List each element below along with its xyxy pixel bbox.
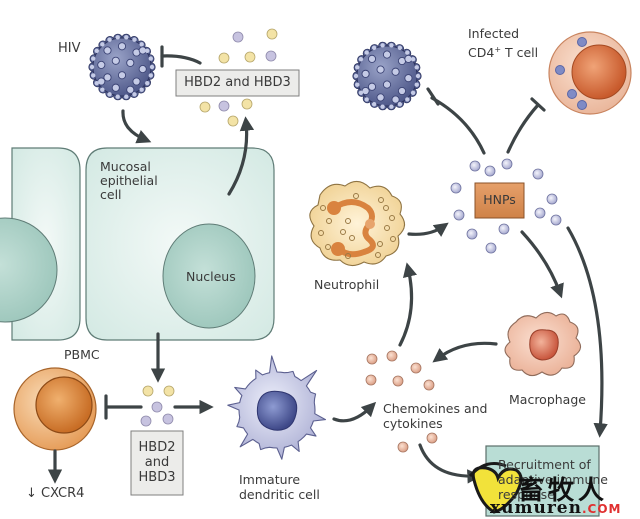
arrow-hnps-to-macrophage [520, 230, 564, 299]
infected-cd4-t-cell-icon [548, 31, 632, 115]
inhibit-bar-hiv2 [426, 87, 440, 106]
watermark-site: xumuren.COM [490, 498, 622, 518]
infected-tcell: T cell [501, 45, 539, 61]
arrow-hnps-to-recruitment [566, 226, 608, 438]
hnps-label: HNPs [483, 192, 516, 207]
macrophage-label: Macrophage [509, 392, 586, 407]
hbd-bottom-label: HBD2 and HBD3 [138, 440, 176, 485]
arrow-epithelium-to-hbd [227, 116, 255, 196]
hiv-virus-icon [88, 33, 156, 101]
watermark-logo-icon [468, 462, 523, 514]
hbd-peptides-bottom [140, 385, 175, 427]
arrow-hiv-to-epithelium [121, 109, 152, 144]
nucleus-main [162, 223, 256, 329]
macrophage-icon [504, 311, 582, 377]
arrow-chemokines-to-neutrophil [398, 262, 418, 347]
watermark-tld: .COM [581, 502, 622, 516]
neutrophil-label: Neutrophil [314, 277, 380, 292]
hiv-label: HIV [58, 41, 81, 56]
arrow-dc-to-chemokines [332, 401, 377, 423]
inhibit-bar-tcell [530, 97, 546, 112]
neutrophil-icon [309, 180, 406, 267]
cxcr4-label: ↓ CXCR4 [26, 486, 85, 501]
immature-dendritic-cell-icon [227, 355, 327, 460]
arrow-neutrophil-to-hnps [407, 222, 449, 237]
pbmc-label: PBMC [64, 347, 100, 362]
nucleus-label: Nucleus [186, 269, 236, 284]
inhibit-hnps-to-tcell [506, 103, 540, 154]
watermark-cn-text: 畜牧人 [518, 476, 609, 506]
arrows [47, 45, 608, 484]
infected-label-line1: Infected [468, 26, 520, 41]
hbd-peptides-top [199, 28, 278, 127]
mucosal-epithelial-cell-label: Mucosal epithelial cell [100, 159, 158, 202]
watermark-site-name: xumuren [490, 498, 582, 518]
inhibit-hbd-to-hiv [160, 54, 202, 65]
arrow-macrophage-to-chemokines [432, 341, 498, 363]
immature-dendritic-cell-label: Immature dendritic cell [239, 472, 320, 502]
chemokines-cytokines-label: Chemokines and cytokines [383, 401, 488, 431]
infected-label-line2: CD4+ T cell [468, 43, 538, 60]
inhibit-hnps-to-hiv [430, 96, 486, 155]
pbmc-icon [13, 367, 97, 451]
hbd-bottom-box [130, 430, 184, 496]
dendritic-cell-nucleus [256, 390, 298, 431]
recruitment-label: Recruitment of adaptive immune response [498, 457, 608, 502]
arrow-chemokines-to-recruitment [418, 443, 482, 484]
hbd-top-label: HBD2 and HBD3 [184, 75, 291, 90]
mucosal-epithelium [0, 147, 275, 341]
hnps-box [474, 182, 525, 219]
nucleus-left [0, 217, 58, 323]
hnp-peptides [450, 158, 562, 254]
chemokine-cytokine-dots [365, 350, 438, 453]
hbd-top-box [175, 69, 300, 97]
infected-cd4: CD4 [468, 45, 495, 61]
infected-sup: + [494, 45, 502, 54]
hiv-virus-icon [352, 41, 422, 111]
